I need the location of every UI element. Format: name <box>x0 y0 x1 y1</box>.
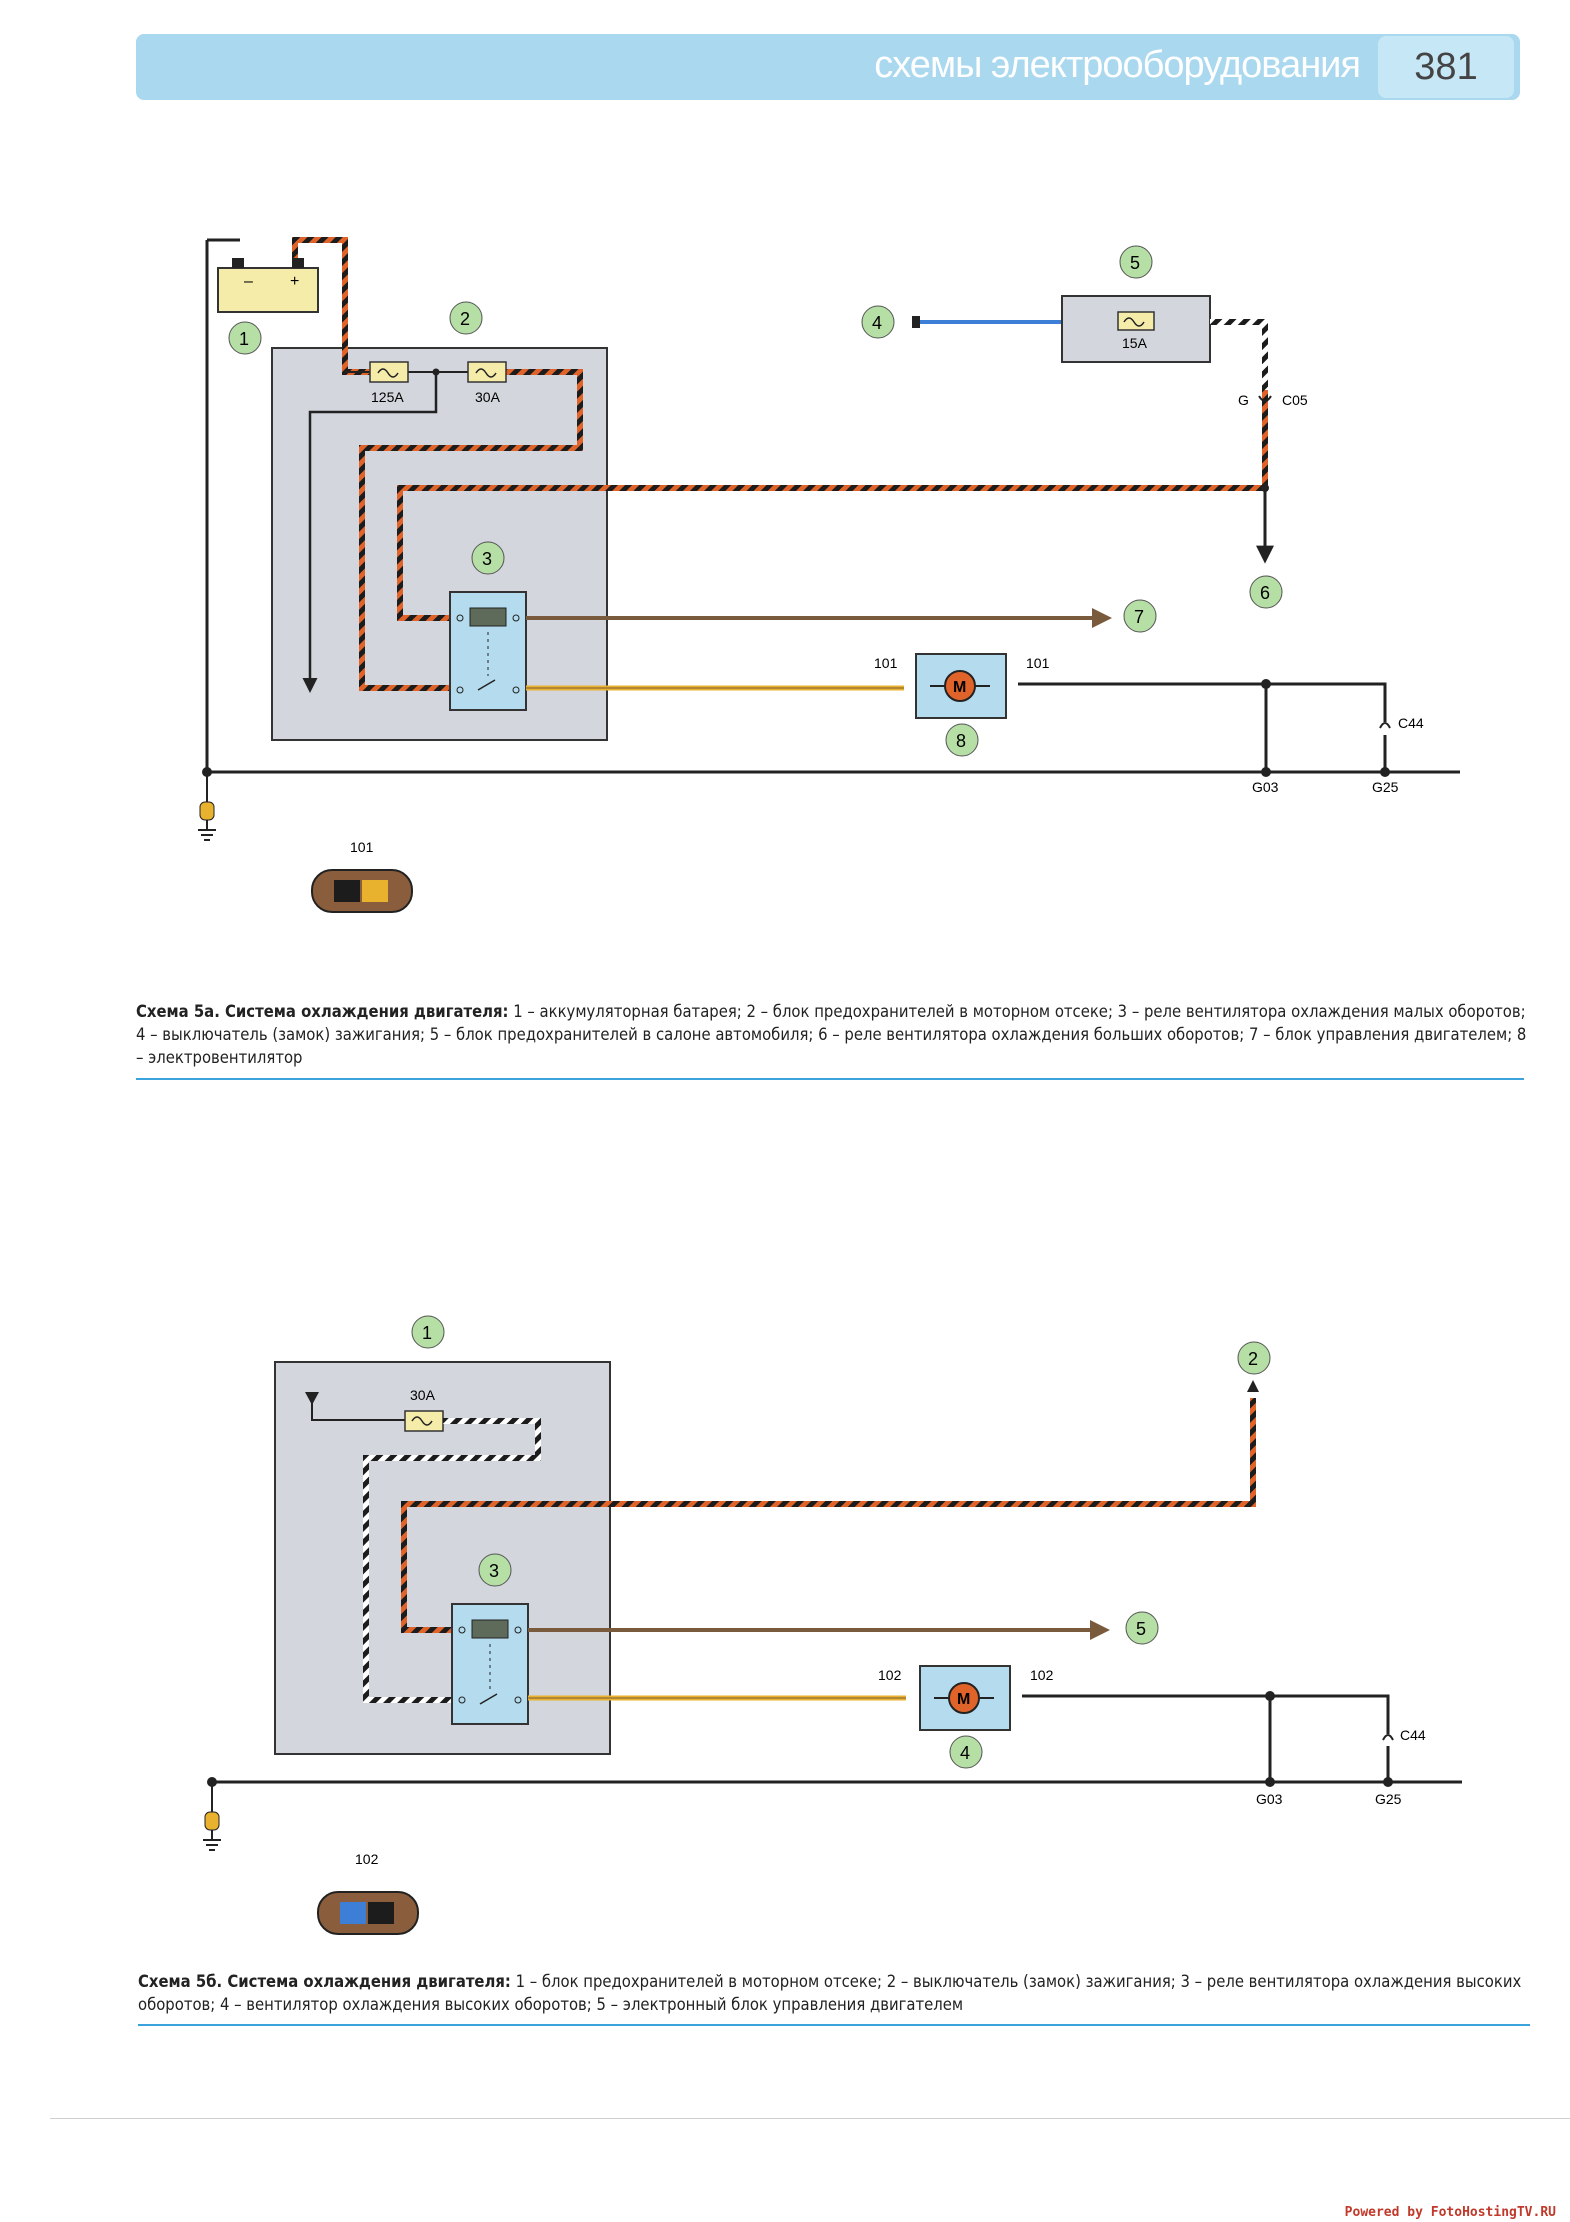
fuse-box-engine <box>271 347 608 741</box>
svg-text:6: 6 <box>1260 583 1270 603</box>
svg-text:4: 4 <box>960 1743 970 1763</box>
fuse-30a <box>467 361 507 383</box>
diagram-5b: 30A M 102 102 C44 G03 G25 <box>203 1315 1462 1935</box>
callout-3-a: 3 <box>471 541 505 575</box>
page-bottom-rule <box>50 2118 1570 2119</box>
connector-102-left: 102 <box>878 1667 902 1683</box>
caption-5b-title: Схема 5б. Система охлаждения двигателя: <box>138 1972 511 1991</box>
callout-3-b: 3 <box>478 1553 512 1587</box>
motor-symbol: M <box>953 679 966 696</box>
connector-101-right: 101 <box>1026 655 1050 671</box>
svg-text:3: 3 <box>489 1561 499 1581</box>
section-title: схемы электрооборудования <box>874 44 1361 86</box>
fuse-125a-label: 125A <box>371 389 404 405</box>
page-header-bar: схемы электрооборудования 381 <box>136 34 1520 100</box>
fuse-15a-label: 15A <box>1122 335 1148 351</box>
ground-g03-a: G03 <box>1252 779 1279 795</box>
callout-5-b: 5 <box>1125 1611 1159 1645</box>
ignition-feed-wire-b <box>401 1398 1256 1633</box>
callout-4-a: 4 <box>861 305 895 339</box>
callout-2-b: 2 <box>1237 1341 1271 1375</box>
callout-4-b: 4 <box>949 1735 983 1769</box>
ignition-feed-wire <box>397 320 1268 621</box>
caption-5a-title: Схема 5а. Система охлаждения двигателя: <box>136 1002 509 1021</box>
fuse-30a-label: 30A <box>475 389 501 405</box>
battery-plus: + <box>290 273 299 290</box>
svg-text:8: 8 <box>956 731 966 751</box>
caption-5b: Схема 5б. Система охлаждения двигателя: … <box>138 1970 1530 2016</box>
battery <box>217 267 319 313</box>
svg-text:1: 1 <box>422 1323 432 1343</box>
callout-1-a: 1 <box>228 321 262 355</box>
footer-credit: Powered by FotoHostingTV.RU <box>1344 2205 1556 2220</box>
battery-minus: – <box>244 273 253 290</box>
fuse-30a-wire <box>359 369 583 691</box>
svg-text:4: 4 <box>872 313 882 333</box>
svg-text:7: 7 <box>1134 607 1144 627</box>
svg-text:5: 5 <box>1136 1619 1146 1639</box>
svg-text:2: 2 <box>1248 1349 1258 1369</box>
callout-1-b: 1 <box>411 1315 445 1349</box>
ground-g03-b: G03 <box>1256 1791 1283 1807</box>
callout-2-a: 2 <box>449 301 483 335</box>
fuse-30a-b <box>404 1410 444 1432</box>
splice-c44-b: C44 <box>1400 1727 1426 1743</box>
motor-symbol-b: M <box>957 1691 970 1708</box>
fuse-30a-b-label: 30A <box>410 1387 436 1403</box>
fuse-125a <box>369 361 409 383</box>
callout-6-a: 6 <box>1249 575 1283 609</box>
svg-text:2: 2 <box>460 309 470 329</box>
caption-5b-body: 1 – блок предохранителей в моторном отсе… <box>138 1972 1522 2014</box>
splice-c05: C05 <box>1282 392 1308 408</box>
ground-g25-b: G25 <box>1375 1791 1402 1807</box>
splice-c44-a: C44 <box>1398 715 1424 731</box>
svg-text:1: 1 <box>239 329 249 349</box>
caption-5a: Схема 5а. Система охлаждения двигателя: … <box>136 1000 1528 1069</box>
diagram-5a: – + 125A 30A M 101 101 <box>198 237 1460 913</box>
callout-7-a: 7 <box>1123 599 1157 633</box>
svg-text:3: 3 <box>482 549 492 569</box>
splice-g: G <box>1238 392 1249 408</box>
svg-text:5: 5 <box>1130 253 1140 273</box>
ground-g25-a: G25 <box>1372 779 1399 795</box>
fuse-15a <box>1117 311 1155 331</box>
page-number: 381 <box>1378 36 1514 98</box>
caption-rule-a <box>136 1078 1524 1080</box>
connector-101-left: 101 <box>874 655 898 671</box>
caption-rule-b <box>138 2024 1530 2026</box>
callout-5-a: 5 <box>1119 245 1153 279</box>
plug-102-label: 102 <box>355 1851 379 1867</box>
connector-102-right: 102 <box>1030 1667 1054 1683</box>
caption-5a-body: 1 – аккумуляторная батарея; 2 – блок пре… <box>136 1002 1527 1067</box>
callout-8-a: 8 <box>945 723 979 757</box>
plug-101-label: 101 <box>350 839 374 855</box>
fuse-30a-b-wire <box>363 1418 541 1703</box>
